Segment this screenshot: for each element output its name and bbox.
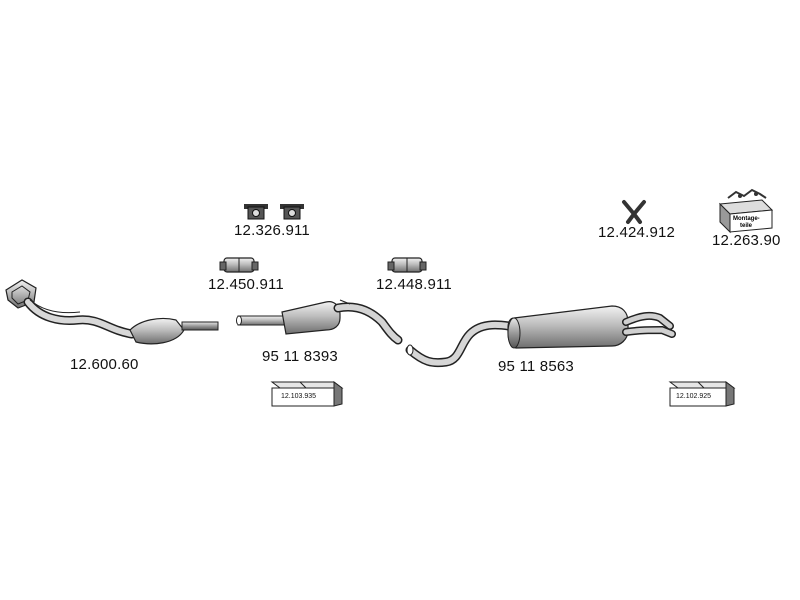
label-y-hanger: 12.424.912 (598, 224, 676, 241)
label-kit-box-rear: 12.102.925 (676, 393, 712, 400)
kit-box-rear-graphic (668, 381, 736, 407)
label-clamp-front: 12.450.911 (208, 276, 284, 293)
label-middle-silencer: 95 11 8393 (262, 348, 338, 365)
clamp-front (219, 257, 259, 273)
y-hanger (622, 200, 646, 224)
label-rear-silencer: 95 11 8563 (498, 358, 574, 375)
mounting-kit-label-line1: Montage- (733, 216, 760, 222)
label-catalyst-front-pipe: 12.600.60 (70, 356, 139, 373)
label-clamp-rear: 12.448.911 (376, 276, 452, 293)
middle-silencer (236, 299, 403, 345)
label-mounting-kit: 12.263.90 (712, 232, 781, 249)
rubber-mounts (244, 204, 304, 220)
mounting-kit-box: Montage- teile (718, 188, 774, 234)
label-kit-box-front: 12.103.935 (281, 393, 317, 400)
label-rubber-mounts: 12.326.911 (234, 222, 310, 239)
rear-silencer (405, 305, 676, 368)
catalyst-front-pipe (5, 279, 219, 345)
clamp-rear (387, 257, 427, 273)
kit-box-front-graphic (270, 381, 344, 407)
mounting-kit-label-line2: teile (740, 223, 753, 229)
